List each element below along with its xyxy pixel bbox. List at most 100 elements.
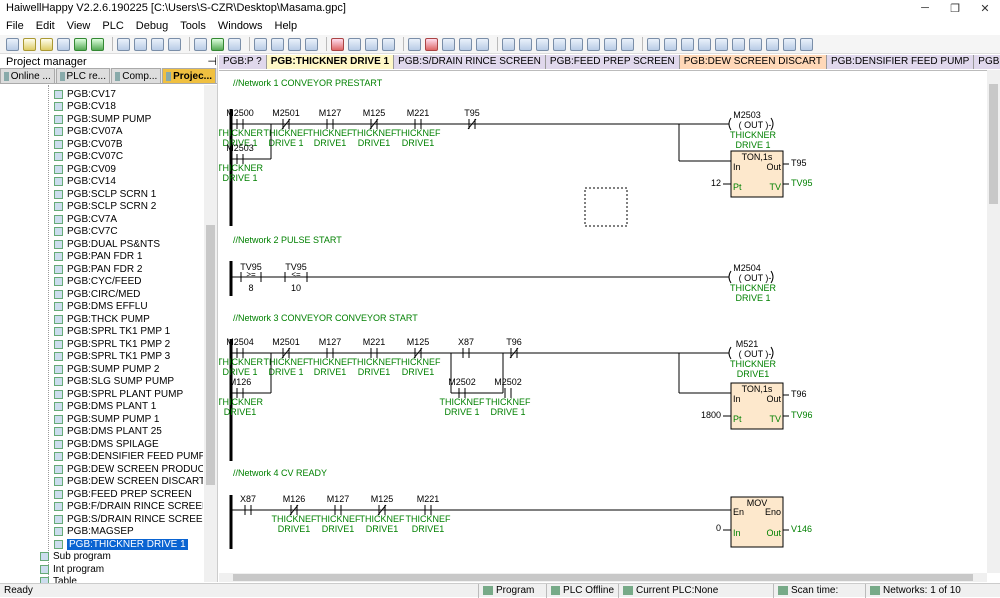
menu-file[interactable]: File	[6, 19, 24, 32]
tree-item-program[interactable]: PGB:DEW SCREEN PRODUCT	[54, 463, 203, 475]
save-as-icon[interactable]	[91, 37, 104, 51]
tree-item-program[interactable]: PGB:DENSIFIER FEED PUMP	[54, 451, 203, 463]
tab-components[interactable]: Comp...	[111, 68, 162, 83]
tree-item-program[interactable]: PGB:CV07C	[54, 151, 123, 163]
tree-item-program[interactable]: PGB:PAN FDR 2	[54, 263, 142, 275]
menu-tools[interactable]: Tools	[180, 19, 206, 32]
tree-item-program[interactable]: PGB:CV7A	[54, 213, 117, 225]
pin-icon[interactable]: ⊣	[207, 56, 217, 68]
replace-icon[interactable]	[271, 37, 284, 51]
menu-windows[interactable]: Windows	[217, 19, 263, 32]
paste-icon[interactable]	[365, 37, 378, 51]
not-icon[interactable]	[749, 37, 762, 51]
insert-row-icon[interactable]	[442, 37, 455, 51]
export-icon[interactable]	[168, 37, 181, 51]
document-tab[interactable]: PGB:DENSIFIER FEED PUMP	[826, 55, 975, 69]
open-icon[interactable]	[23, 37, 36, 51]
set-coil-icon[interactable]	[587, 37, 600, 51]
close-button[interactable]: ✕	[980, 2, 990, 15]
tree-item-program[interactable]: PGB:DUAL PS&NTS	[54, 238, 160, 250]
document-tab[interactable]: PGB:DMS PLANT 25	[974, 55, 1000, 69]
menu-view[interactable]: View	[66, 19, 91, 32]
tree-item-program[interactable]: PGB:DMS EFFLU	[54, 301, 148, 313]
normally-open-contact-icon[interactable]	[502, 37, 515, 51]
page-setup-icon[interactable]	[151, 37, 164, 51]
document-tab[interactable]: PGB:S/DRAIN RINCE SCREEN	[394, 55, 546, 69]
upload-icon[interactable]	[228, 37, 241, 51]
zoom-icon[interactable]	[783, 37, 796, 51]
cut-icon[interactable]	[331, 37, 344, 51]
rising-edge-contact-icon[interactable]	[536, 37, 549, 51]
tree-item-program[interactable]: PGB:THCK PUMP	[54, 313, 150, 325]
tree-item-program[interactable]: PGB:CV14	[54, 176, 116, 188]
tree-item-folder[interactable]: Table	[40, 576, 77, 583]
function-block-icon[interactable]	[621, 37, 634, 51]
tree-item-program[interactable]: PGB:S/DRAIN RINCE SCREEN	[54, 513, 203, 525]
tree-item-program[interactable]: PGB:DEW SCREEN DISCART	[54, 476, 203, 488]
download-icon[interactable]	[211, 37, 224, 51]
copy-icon[interactable]	[348, 37, 361, 51]
normally-closed-contact-icon[interactable]	[519, 37, 532, 51]
branch-icon[interactable]	[698, 37, 711, 51]
tree-item-program[interactable]: PGB:SCLP SCRN 1	[54, 188, 156, 200]
parallel-icon[interactable]	[732, 37, 745, 51]
editor-vertical-scrollbar[interactable]	[987, 70, 1000, 573]
tree-item-program[interactable]: PGB:FEED PREP SCREEN	[54, 488, 192, 500]
coil-icon[interactable]	[570, 37, 583, 51]
menu-edit[interactable]: Edit	[35, 19, 55, 32]
tree-item-program[interactable]: PGB:THICKNER DRIVE 1	[54, 538, 188, 550]
insert-column-icon[interactable]	[459, 37, 472, 51]
open-folder-icon[interactable]	[40, 37, 53, 51]
tree-item-program[interactable]: PGB:CV09	[54, 163, 116, 175]
tree-item-program[interactable]: PGB:CV17	[54, 88, 116, 100]
close-project-icon[interactable]	[57, 37, 70, 51]
global-icon[interactable]	[476, 37, 489, 51]
tree-item-program[interactable]: PGB:CV07B	[54, 138, 123, 150]
tree-item-program[interactable]: PGB:DMS PLANT 1	[54, 401, 156, 413]
tree-item-program[interactable]: PGB:SPRL TK1 PMP 2	[54, 338, 170, 350]
delete-icon[interactable]	[382, 37, 395, 51]
tree-item-program[interactable]: PGB:CIRC/MED	[54, 288, 140, 300]
tree-item-program[interactable]: PGB:SCLP SCRN 2	[54, 201, 156, 213]
print-preview-icon[interactable]	[117, 37, 130, 51]
tree-item-program[interactable]: PGB:DMS SPILAGE	[54, 438, 159, 450]
redo-icon[interactable]	[305, 37, 318, 51]
new-icon[interactable]	[6, 37, 19, 51]
monitor-icon[interactable]	[766, 37, 779, 51]
tree-item-program[interactable]: PGB:DMS PLANT 25	[54, 426, 162, 438]
tree-item-program[interactable]: PGB:F/DRAIN RINCE SCREEN	[54, 501, 203, 513]
falling-edge-contact-icon[interactable]	[553, 37, 566, 51]
minimize-button[interactable]: ─	[921, 2, 929, 14]
tree-item-program[interactable]: PGB:SUMP PUMP 1	[54, 413, 159, 425]
undo-icon[interactable]	[288, 37, 301, 51]
reset-coil-icon[interactable]	[604, 37, 617, 51]
find-icon[interactable]	[254, 37, 267, 51]
menu-debug[interactable]: Debug	[135, 19, 169, 32]
tree-item-program[interactable]: PGB:CYC/FEED	[54, 276, 141, 288]
delete-network-icon[interactable]	[425, 37, 438, 51]
save-icon[interactable]	[74, 37, 87, 51]
tree-item-program[interactable]: PGB:SPRL TK1 PMP 1	[54, 326, 170, 338]
insert-network-icon[interactable]	[408, 37, 421, 51]
horizontal-line-icon[interactable]	[647, 37, 660, 51]
tab-plc-resources[interactable]: PLC re...	[55, 68, 110, 83]
vertical-line-icon[interactable]	[664, 37, 677, 51]
maximize-button[interactable]: ❐	[950, 2, 960, 15]
tree-item-program[interactable]: PGB:CV07A	[54, 126, 123, 138]
delete-line-icon[interactable]	[681, 37, 694, 51]
menu-plc[interactable]: PLC	[102, 19, 124, 32]
tree-item-program[interactable]: PGB:SUMP PUMP 2	[54, 363, 159, 375]
tree-item-program[interactable]: PGB:SUMP PUMP	[54, 113, 151, 125]
tree-item-program[interactable]: PGB:CV18	[54, 101, 116, 113]
branch-close-icon[interactable]	[715, 37, 728, 51]
menu-help[interactable]: Help	[274, 19, 298, 32]
compile-icon[interactable]	[194, 37, 207, 51]
tab-project[interactable]: Projec...	[162, 68, 216, 83]
scrollbar-thumb[interactable]	[989, 84, 998, 204]
print-icon[interactable]	[134, 37, 147, 51]
editor-horizontal-scrollbar[interactable]	[219, 573, 987, 582]
document-tab[interactable]: PGB:THICKNER DRIVE 1	[266, 55, 395, 69]
tree-item-program[interactable]: PGB:SLG SUMP PUMP	[54, 376, 174, 388]
tree-item-folder[interactable]: Sub program	[40, 551, 111, 563]
document-tab[interactable]: PGB:DEW SCREEN DISCART	[679, 55, 827, 69]
